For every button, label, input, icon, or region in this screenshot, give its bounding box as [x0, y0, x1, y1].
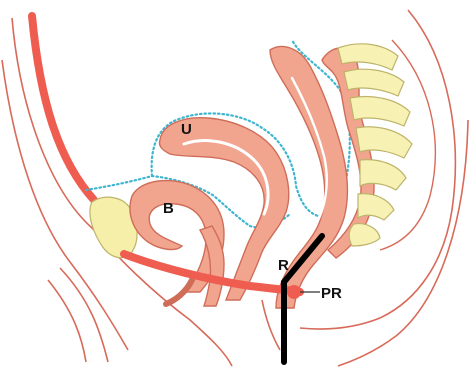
label-puborectalis: PR [321, 285, 342, 302]
puborectalis-node [287, 285, 301, 299]
rectus-abdominis [32, 16, 94, 200]
label-bladder: B [163, 200, 174, 217]
label-rectum: R [278, 257, 289, 274]
vertebra-6 [358, 194, 394, 220]
label-uterus: U [181, 121, 192, 138]
coccyx [349, 224, 380, 246]
